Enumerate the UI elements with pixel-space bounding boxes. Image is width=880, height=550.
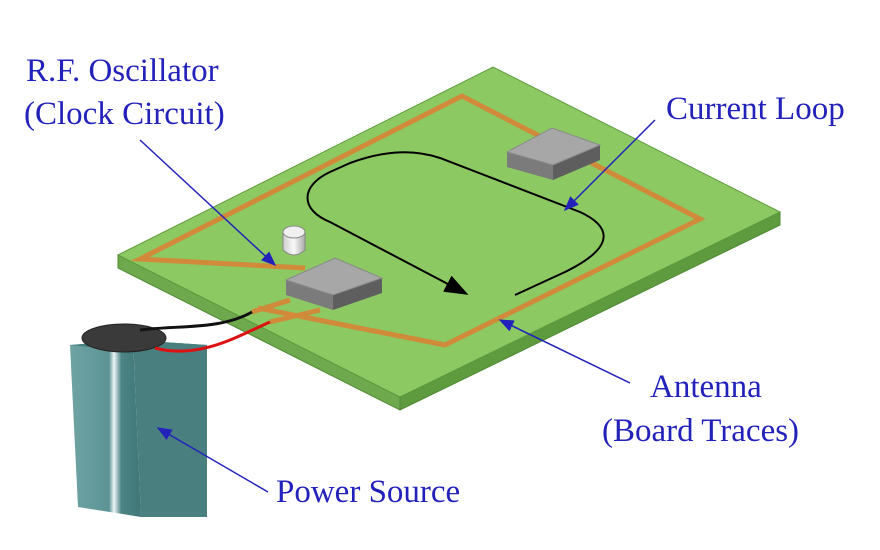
antenna-label-line2: (Board Traces) (602, 413, 799, 449)
battery-trace-black (251, 297, 291, 315)
label-pointers (139, 119, 656, 493)
current-loop-arrow-icon (306, 151, 605, 296)
battery-wires (139, 310, 271, 353)
battery-trace-red (269, 307, 321, 325)
power-source-label: Power Source (276, 474, 460, 510)
pointer-power-source (156, 427, 269, 493)
wire-red (154, 320, 271, 353)
wire-black (139, 310, 253, 332)
pointer-current-loop (563, 119, 656, 212)
rf-oscillator-chip-icon (284, 257, 384, 310)
battery-terminal (81, 323, 167, 353)
battery-icon (70, 323, 207, 517)
current-loop-label: Current Loop (666, 91, 845, 127)
antenna-label-line1: Antenna (650, 369, 762, 405)
oscillator-label-line2: (Clock Circuit) (24, 96, 225, 132)
pointer-oscillator (139, 139, 277, 267)
pointer-antenna (498, 319, 631, 384)
oscillator-label-line1: R.F. Oscillator (26, 53, 219, 89)
capacitor-icon (282, 225, 306, 256)
chip-icon (505, 127, 602, 180)
